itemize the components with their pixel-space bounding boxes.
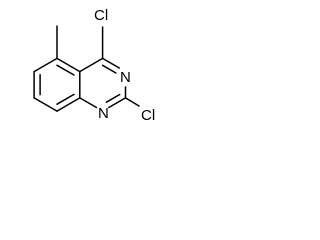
atom-label-n-1: N	[98, 105, 109, 122]
bond-c7-c8	[33, 97, 58, 112]
bond-n1-c8a	[79, 97, 98, 109]
bond-c4a-c5	[56, 57, 81, 73]
bond-c2-n1-inner	[105, 93, 121, 103]
bond-c4-n3-inner	[101, 64, 117, 74]
atom-label-cl-4: Cl	[94, 7, 108, 24]
bond-c4a-c4	[79, 57, 104, 73]
bond-c4a-c5-inner	[56, 64, 75, 76]
bond-c2-cl	[124, 97, 140, 107]
atom-label-n-3: N	[120, 69, 131, 86]
atom-label-cl-2: Cl	[141, 107, 155, 124]
bond-c5-c6	[33, 57, 58, 73]
molecule-structure-diagram: Cl N N Cl	[33, 7, 155, 124]
bond-c8-c8a	[56, 97, 81, 112]
bond-c4-n3	[101, 57, 121, 69]
bond-c2-n1	[108, 97, 127, 109]
bond-c8-c8a-inner	[56, 93, 75, 105]
